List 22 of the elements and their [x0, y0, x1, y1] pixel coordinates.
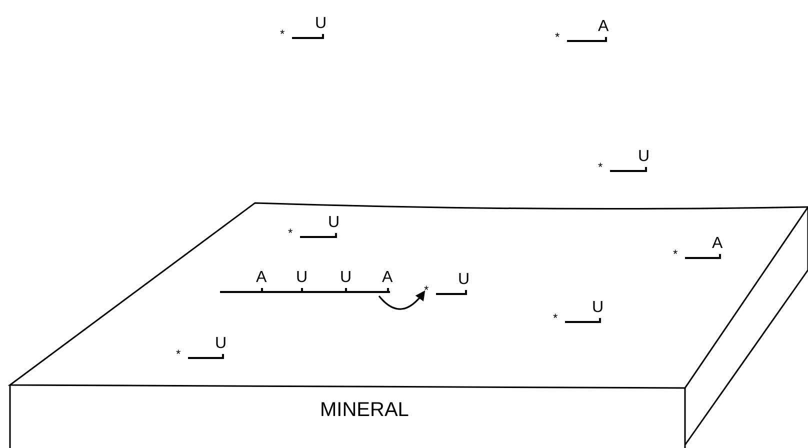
base-letter: U: [340, 270, 352, 286]
base-letter: U: [638, 149, 650, 165]
base-letter: A: [382, 270, 393, 286]
activation-mark: *: [598, 161, 603, 173]
base-letter: A: [598, 19, 609, 35]
activation-mark: *: [424, 284, 429, 296]
activation-mark: *: [288, 227, 293, 239]
activation-mark: *: [280, 28, 285, 40]
base-letter: U: [328, 215, 340, 231]
base-letter: U: [296, 270, 308, 286]
base-letter: A: [256, 270, 267, 286]
activation-mark: *: [176, 348, 181, 360]
base-letter: A: [712, 236, 723, 252]
mineral-label: MINERAL: [320, 402, 409, 418]
base-letter: U: [215, 336, 227, 352]
base-letter: U: [458, 272, 470, 288]
activation-mark: *: [553, 312, 558, 324]
base-letter: U: [315, 16, 327, 32]
activation-mark: *: [555, 31, 560, 43]
transfer-arrow: [378, 290, 426, 310]
activation-mark: *: [673, 248, 678, 260]
base-letter: U: [592, 300, 604, 316]
